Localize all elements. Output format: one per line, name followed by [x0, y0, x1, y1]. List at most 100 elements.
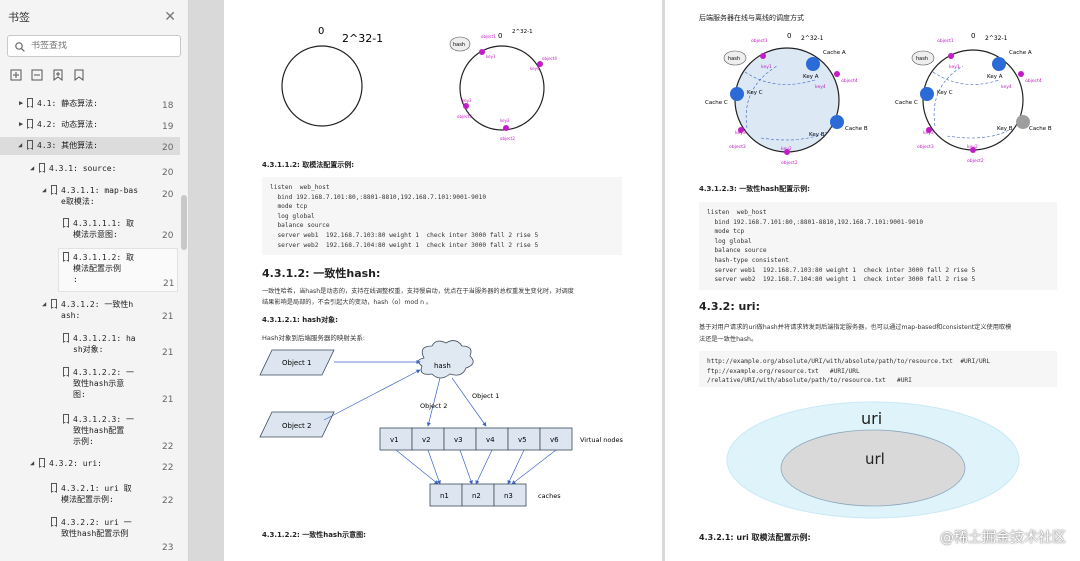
sidebar-toolbar: [10, 66, 85, 81]
bookmark-search[interactable]: [7, 35, 181, 57]
svg-text:2^32-1: 2^32-1: [342, 32, 383, 45]
svg-text:0: 0: [318, 26, 324, 37]
svg-text:key4: key4: [1001, 84, 1012, 90]
tree-item[interactable]: ▶ 4.1: 静态算法: 18: [19, 98, 174, 111]
svg-text:object4: object4: [542, 56, 557, 61]
svg-text:caches: caches: [538, 492, 561, 500]
svg-text:Cache B: Cache B: [845, 126, 868, 132]
section-heading: 4.3.2.1: uri 取模法配置示例:: [699, 533, 811, 542]
svg-text:object2: object2: [500, 136, 515, 141]
svg-text:key1: key1: [486, 54, 496, 59]
section-heading: 4.3.1.2.1: hash对象:: [262, 316, 338, 324]
svg-text:hash: hash: [434, 362, 451, 370]
svg-text:key4: key4: [815, 84, 826, 90]
tree-item[interactable]: ◢ 4.3.1.1: map-bas e取模法: 20: [42, 185, 174, 206]
svg-text:key2: key2: [781, 146, 792, 152]
document-page-right: 后端服务器在线与离线的调度方式 hash 0 2^32-1 Cache A Ca…: [665, 0, 1080, 561]
svg-text:url: url: [865, 450, 885, 468]
bookmark-icon: [51, 483, 57, 493]
search-input[interactable]: [31, 41, 161, 51]
svg-text:Virtual nodes: Virtual nodes: [580, 436, 624, 444]
bookmark-icon: [63, 333, 69, 343]
svg-text:Key B: Key B: [809, 132, 825, 138]
svg-text:key1: key1: [949, 64, 960, 70]
tree-item[interactable]: 4.3.2.1: uri 取 模法配置示例: 22: [0, 481, 180, 506]
collapse-all-icon[interactable]: [31, 66, 43, 81]
tree-item[interactable]: 4.3.1.2.2: 一 致性hash示意 图: 21: [0, 365, 180, 405]
tree-item[interactable]: 4.3.1.1.1: 取 模法示意图: 20: [0, 216, 180, 241]
svg-text:n1: n1: [440, 492, 449, 500]
svg-text:v2: v2: [422, 436, 431, 444]
collapse-arrow-icon[interactable]: ◢: [18, 141, 23, 149]
sidebar-title: 书签: [8, 11, 30, 24]
bookmark-icon: [39, 458, 45, 468]
expand-arrow-icon[interactable]: ▶: [19, 99, 24, 107]
svg-text:object3: object3: [729, 144, 746, 150]
svg-text:v1: v1: [390, 436, 399, 444]
uri-url-venn-diagram: uri url: [726, 401, 1020, 519]
paragraph-line: 后端服务器在线与离线的调度方式: [699, 14, 804, 22]
svg-text:hash: hash: [916, 56, 928, 62]
tree-item-selected[interactable]: ◢ 4.3: 其他算法: 20: [0, 137, 180, 155]
paragraph-line: Hash对象到后端服务器的映射关系:: [262, 334, 366, 342]
tree-item[interactable]: 4.3.1.2.1: ha sh对象: 21: [0, 331, 180, 358]
bookmark-icon: [51, 185, 57, 195]
bookmark-icon: [27, 140, 33, 150]
expand-all-icon[interactable]: [10, 66, 22, 81]
vnodes-row: v1 v2 v3 v4 v5 v6: [379, 427, 573, 451]
section-heading: 4.3.1.2: 一致性hash:: [262, 267, 381, 280]
svg-text:object1: object1: [751, 38, 768, 44]
tree-item[interactable]: ◢ 4.3.2: uri: 22: [30, 458, 174, 473]
svg-text:key3: key3: [735, 130, 746, 136]
sidebar-scrollbar[interactable]: [181, 195, 187, 250]
code-block: listen web_host bind 192.168.7.101:80,:8…: [699, 202, 1057, 290]
hash-mapping-diagram: Object 1 Object 2 hash Object 2 Object 1…: [259, 340, 624, 507]
svg-text:Key C: Key C: [937, 90, 953, 96]
collapse-arrow-icon[interactable]: ◢: [30, 459, 35, 467]
bookmark-icon: [27, 119, 33, 129]
svg-text:hash: hash: [728, 56, 740, 62]
sidebar-header: 书签 ✕: [0, 0, 188, 34]
svg-text:v5: v5: [518, 436, 527, 444]
search-icon: [15, 37, 25, 56]
bookmark-icon: [27, 98, 33, 108]
collapse-arrow-icon[interactable]: ◢: [42, 300, 47, 308]
svg-text:key3: key3: [923, 130, 934, 136]
code-block: http://example.org/absolute/URI/with/abs…: [699, 351, 1057, 387]
svg-text:Cache C: Cache C: [895, 100, 918, 106]
expand-arrow-icon[interactable]: ▶: [19, 120, 24, 128]
svg-text:key2: key2: [500, 118, 510, 123]
svg-text:Key A: Key A: [803, 74, 819, 80]
tree-item[interactable]: ▶ 4.2: 动态算法: 19: [19, 119, 174, 132]
tree-item[interactable]: ◢ 4.3.1.2: 一致性h ash: 21: [42, 299, 174, 322]
svg-text:object1: object1: [481, 34, 496, 39]
svg-text:key1: key1: [761, 64, 772, 70]
svg-text:key4: key4: [530, 66, 540, 71]
paragraph-line: 法还是一致性hash。: [699, 336, 758, 343]
svg-text:object4: object4: [841, 78, 858, 84]
svg-text:Key A: Key A: [987, 74, 1003, 80]
tree-item[interactable]: 4.3.2.2: uri 一 致性hash配置示例 23: [0, 515, 180, 553]
bookmark-icon[interactable]: [73, 66, 85, 81]
svg-text:Object 1: Object 1: [472, 392, 499, 400]
tree-item[interactable]: ◢ 4.3.1: source: 20: [30, 163, 174, 178]
svg-text:Cache C: Cache C: [705, 100, 728, 106]
svg-text:hash: hash: [453, 42, 465, 48]
ring-online: hash 0 2^32-1 Cache A Cache B Cache C Ke…: [705, 32, 868, 166]
collapse-arrow-icon[interactable]: ◢: [42, 186, 47, 194]
svg-text:Cache A: Cache A: [1009, 50, 1032, 56]
tree-item-hover[interactable]: 4.3.1.1.2: 取 模法配置示例 : 21: [58, 248, 178, 292]
section-heading: 4.3.1.1.2: 取模法配置示例:: [262, 161, 355, 169]
collapse-arrow-icon[interactable]: ◢: [30, 164, 35, 172]
svg-text:key3: key3: [462, 98, 472, 103]
hash-ring-diagrams: 0 2^32-1 hash 0 2^32-1 object1 object4 o…: [281, 26, 557, 141]
add-bookmark-icon[interactable]: [52, 66, 64, 81]
svg-text:object4: object4: [1025, 78, 1042, 84]
paragraph-line: 一致性哈希，当hash是动态的，支持在线调整权重，支持慢启动，优点在于当服务器的…: [262, 288, 574, 295]
svg-text:v4: v4: [486, 436, 495, 444]
close-icon[interactable]: ✕: [164, 9, 176, 25]
paragraph-line: 基于对用户请求的uri做hash并将请求转发到后端指定服务器，也可以通过map-…: [699, 324, 1012, 331]
svg-text:Object 2: Object 2: [420, 402, 447, 410]
tree-item[interactable]: 4.3.1.2.3: 一 致性hash配置 示例: 22: [0, 412, 180, 452]
bookmark-icon: [51, 517, 57, 527]
